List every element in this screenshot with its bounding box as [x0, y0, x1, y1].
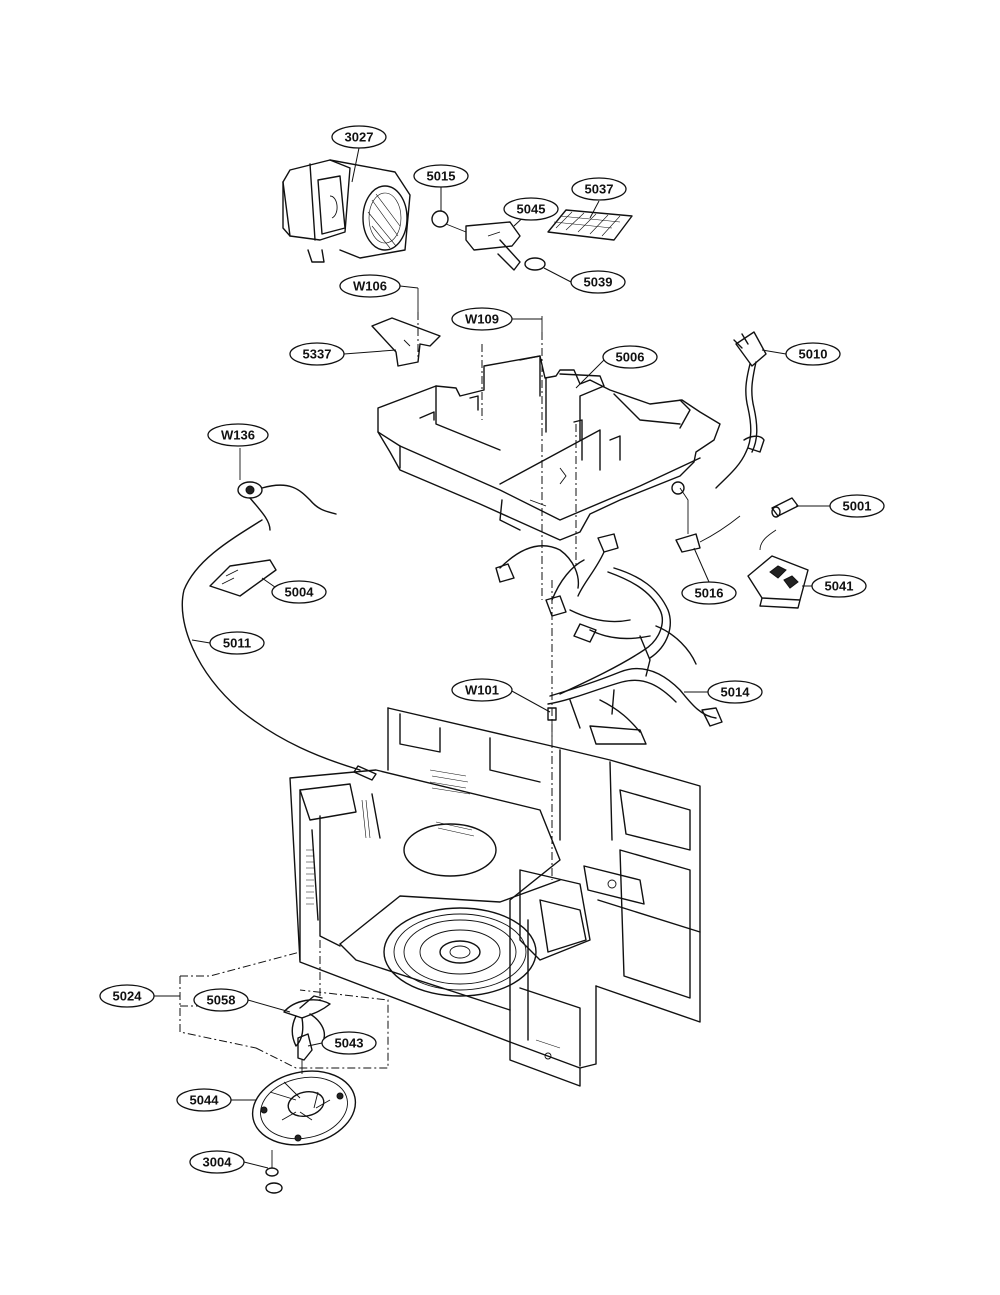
base-plate-frame [377, 355, 721, 541]
callout-label: W106 [353, 279, 387, 294]
callout-W106: W106 [339, 274, 401, 298]
callout-5001: 5001 [829, 494, 885, 518]
washer-nut [265, 1150, 283, 1194]
callout-label: 5015 [427, 169, 456, 184]
stirrer-assembly-group [179, 951, 389, 1074]
callout-5037: 5037 [571, 177, 627, 201]
callout-label: W109 [465, 312, 499, 327]
leader-lines [154, 147, 830, 1169]
callout-5039: 5039 [570, 270, 626, 294]
callout-label: W101 [465, 683, 499, 698]
lamp-socket-assembly [431, 210, 546, 271]
long-wire [181, 519, 377, 781]
callout-label: 5045 [517, 202, 546, 217]
callout-label: 5043 [335, 1036, 364, 1051]
blower-fan-assembly [282, 159, 411, 263]
callout-5044: 5044 [176, 1088, 232, 1112]
callout-5015: 5015 [413, 164, 469, 188]
callout-label: 5010 [799, 347, 828, 362]
callout-label: 5004 [285, 585, 315, 600]
callout-label: 5001 [843, 499, 872, 514]
callout-5011: 5011 [209, 631, 265, 655]
connector-wires [495, 533, 619, 617]
callout-label: 5337 [303, 347, 332, 362]
wire-harness [547, 567, 723, 745]
callout-W136: W136 [207, 423, 269, 447]
charcoal-filter-plate [547, 209, 633, 241]
callout-W101: W101 [451, 678, 513, 702]
noise-filter-board [747, 529, 809, 609]
oven-cavity-frame [289, 707, 701, 1087]
small-bracket [371, 317, 441, 367]
screw-leaders [417, 288, 577, 600]
callout-3004: 3004 [189, 1150, 245, 1174]
callout-3027: 3027 [331, 125, 387, 149]
callout-5004: 5004 [271, 580, 327, 604]
callout-label: 5058 [207, 993, 236, 1008]
callout-5058: 5058 [193, 988, 249, 1012]
callout-W109: W109 [451, 307, 513, 331]
screw-w101 [547, 580, 557, 880]
callout-label: 5037 [585, 182, 614, 197]
callout-5041: 5041 [811, 574, 867, 598]
callout-label: 5039 [584, 275, 613, 290]
callout-label: 5011 [223, 636, 251, 651]
callout-5043: 5043 [321, 1031, 377, 1055]
fuse [771, 497, 799, 518]
callout-5024: 5024 [99, 984, 155, 1008]
callout-label: 5014 [721, 685, 751, 700]
callout-label: 5006 [616, 350, 645, 365]
callout-label: W136 [221, 428, 255, 443]
thermostat-assembly [209, 434, 337, 597]
callout-5045: 5045 [503, 197, 559, 221]
callout-5014: 5014 [707, 680, 763, 704]
power-cord [715, 331, 767, 489]
stirrer-cover [251, 1070, 357, 1146]
callout-label: 3004 [203, 1155, 233, 1170]
callout-label: 5041 [825, 579, 854, 594]
callout-label: 5044 [190, 1093, 220, 1108]
callout-5010: 5010 [785, 342, 841, 366]
callout-label: 3027 [345, 130, 374, 145]
callout-label: 5024 [113, 989, 143, 1004]
callout-5006: 5006 [602, 345, 658, 369]
callout-5016: 5016 [681, 581, 737, 605]
thermal-cutout [671, 481, 741, 553]
callout-label: 5016 [695, 586, 724, 601]
callout-5337: 5337 [289, 342, 345, 366]
